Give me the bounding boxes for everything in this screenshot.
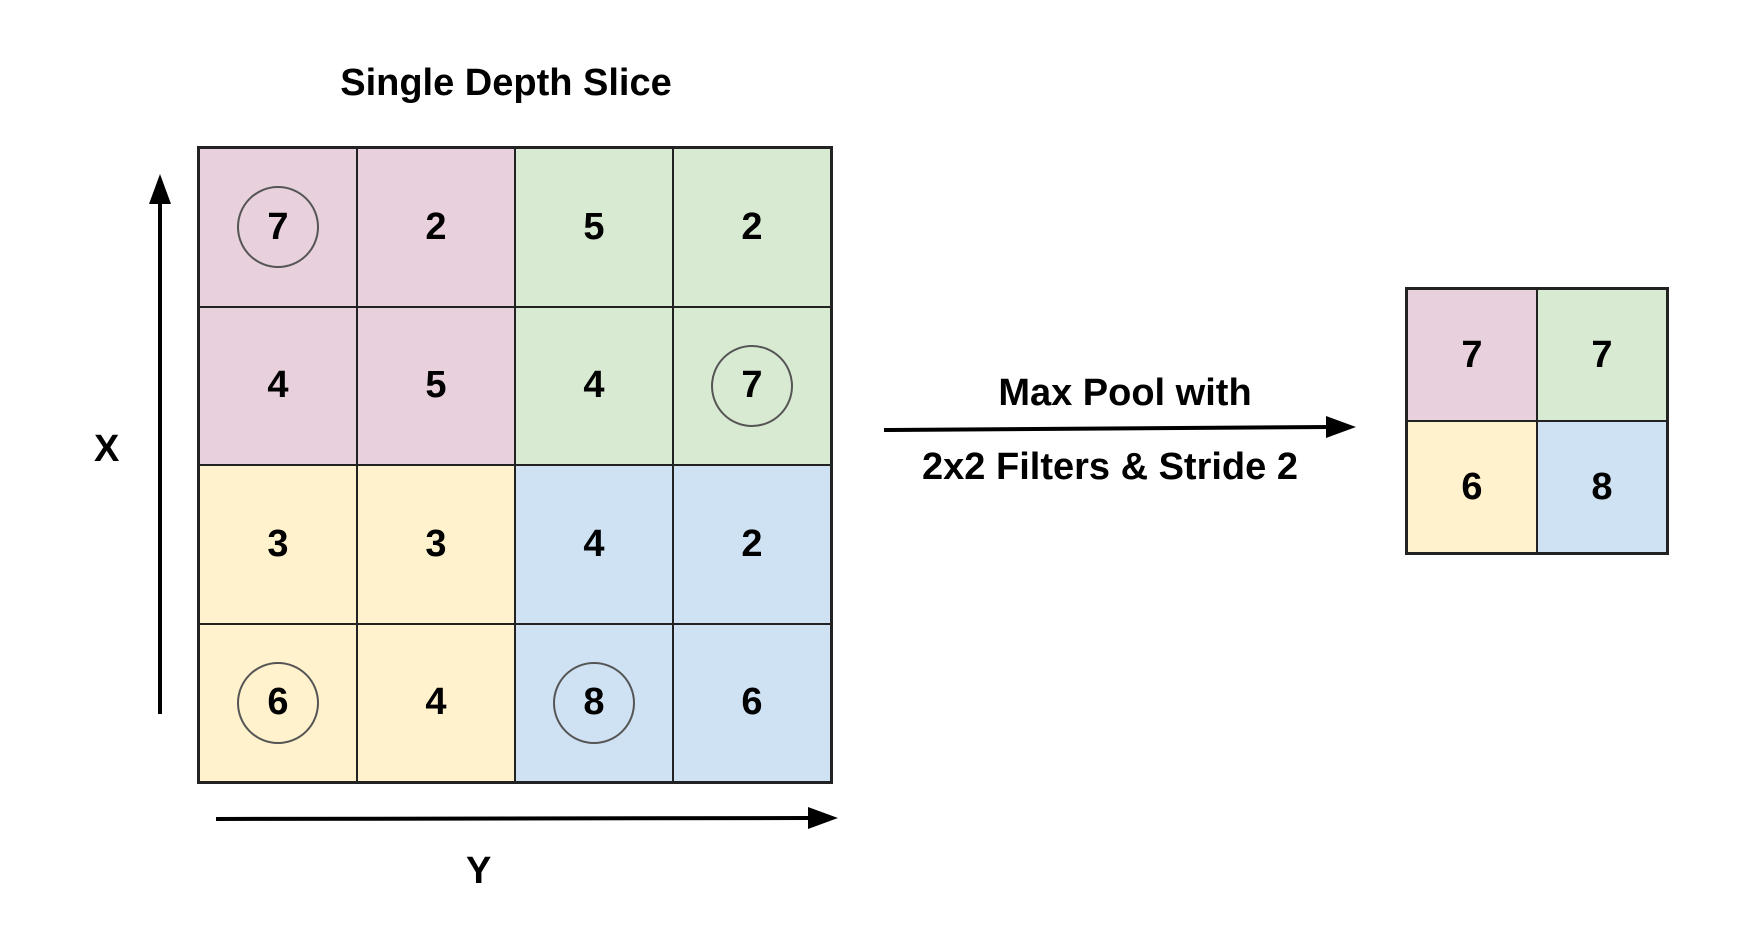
- output-cell-value: 7: [1591, 333, 1613, 376]
- input-cell-value: 4: [583, 522, 605, 565]
- input-cell-r3-c4: 2: [673, 465, 831, 624]
- input-cell-value: 2: [741, 522, 763, 565]
- operation-label-line-2: 2x2 Filters & Stride 2: [922, 446, 1298, 488]
- input-cell-r3-c2: 3: [357, 465, 515, 624]
- output-cell-r1-c1: 7: [1407, 289, 1537, 421]
- input-cell-value: 8: [583, 681, 605, 724]
- input-cell-value: 6: [267, 681, 289, 724]
- input-cell-r4-c2: 4: [357, 623, 515, 782]
- operation-label-line-1: Max Pool with: [998, 372, 1252, 414]
- input-cell-r4-c3: 8: [515, 623, 673, 782]
- max-value-circle: [237, 661, 319, 744]
- max-value-circle: [237, 186, 319, 269]
- output-cell-r2-c2: 8: [1537, 421, 1667, 553]
- diagram-title: Single Depth Slice: [340, 62, 672, 104]
- input-cell-value: 2: [425, 205, 447, 248]
- input-cell-value: 6: [741, 681, 763, 724]
- input-cell-value: 4: [583, 364, 605, 407]
- input-cell-r4-c1: 6: [199, 623, 357, 782]
- x-axis-arrowhead: [149, 174, 171, 204]
- operation-arrowhead: [1326, 416, 1356, 438]
- input-cell-r2-c1: 4: [199, 306, 357, 465]
- output-cell-value: 6: [1461, 465, 1483, 508]
- y-axis-label: Y: [466, 850, 492, 892]
- input-cell-r1-c1: 7: [199, 148, 357, 307]
- input-cell-r1-c2: 2: [357, 148, 515, 307]
- input-cell-value: 7: [267, 205, 289, 248]
- input-cell-value: 5: [583, 205, 605, 248]
- input-cell-r1-c4: 2: [673, 148, 831, 307]
- y-axis-arrowhead: [808, 807, 838, 829]
- output-matrix: 7 7 6 8: [1405, 287, 1669, 555]
- max-value-circle: [553, 661, 635, 744]
- output-cell-r1-c2: 7: [1537, 289, 1667, 421]
- operation-arrow-line: [883, 425, 1331, 432]
- input-cell-value: 2: [741, 205, 763, 248]
- input-cell-r3-c1: 3: [199, 465, 357, 624]
- input-cell-value: 4: [425, 681, 447, 724]
- y-axis-arrow-line: [215, 816, 811, 821]
- input-cell-r3-c3: 4: [515, 465, 673, 624]
- input-cell-value: 4: [267, 364, 289, 407]
- output-cell-r2-c1: 6: [1407, 421, 1537, 553]
- output-cell-value: 7: [1461, 333, 1483, 376]
- input-cell-r2-c4: 7: [673, 306, 831, 465]
- input-cell-value: 3: [425, 522, 447, 565]
- input-cell-r1-c3: 5: [515, 148, 673, 307]
- x-axis-label: X: [94, 428, 120, 470]
- input-matrix: 7 2 5 2 4 5 4 7 3 3 4 2 6 4 8 6: [197, 146, 833, 784]
- input-cell-r2-c2: 5: [357, 306, 515, 465]
- max-value-circle: [711, 344, 793, 427]
- input-cell-value: 3: [267, 522, 289, 565]
- output-cell-value: 8: [1591, 465, 1613, 508]
- input-cell-value: 5: [425, 364, 447, 407]
- input-cell-r4-c4: 6: [673, 623, 831, 782]
- input-cell-r2-c3: 4: [515, 306, 673, 465]
- input-cell-value: 7: [741, 364, 763, 407]
